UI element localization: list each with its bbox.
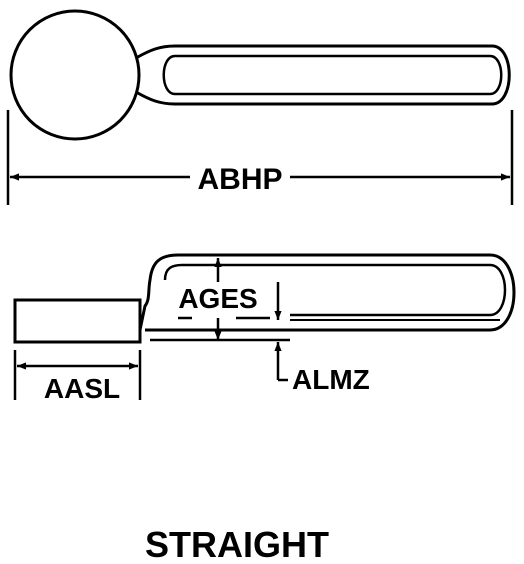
abhp-label: ABHP [197, 163, 282, 196]
barrel-outline [135, 44, 511, 106]
ages-label: AGES [178, 283, 257, 314]
ring-tongue [9, 9, 141, 141]
tongue-side [13, 298, 142, 344]
top-view [9, 9, 511, 141]
caption-title: STRAIGHT [145, 524, 329, 564]
side-view [13, 253, 516, 344]
abhp-dimension [6, 110, 514, 205]
aasl-label: AASL [44, 373, 120, 404]
almz-dimension [274, 282, 288, 382]
ages-dimension [178, 258, 270, 340]
barrel-inner-outline [162, 54, 503, 96]
barrel-side-outline [138, 253, 516, 332]
almz-label: ALMZ [292, 364, 370, 395]
aasl-dimension [13, 350, 142, 400]
barrel-side-inner [163, 263, 507, 317]
